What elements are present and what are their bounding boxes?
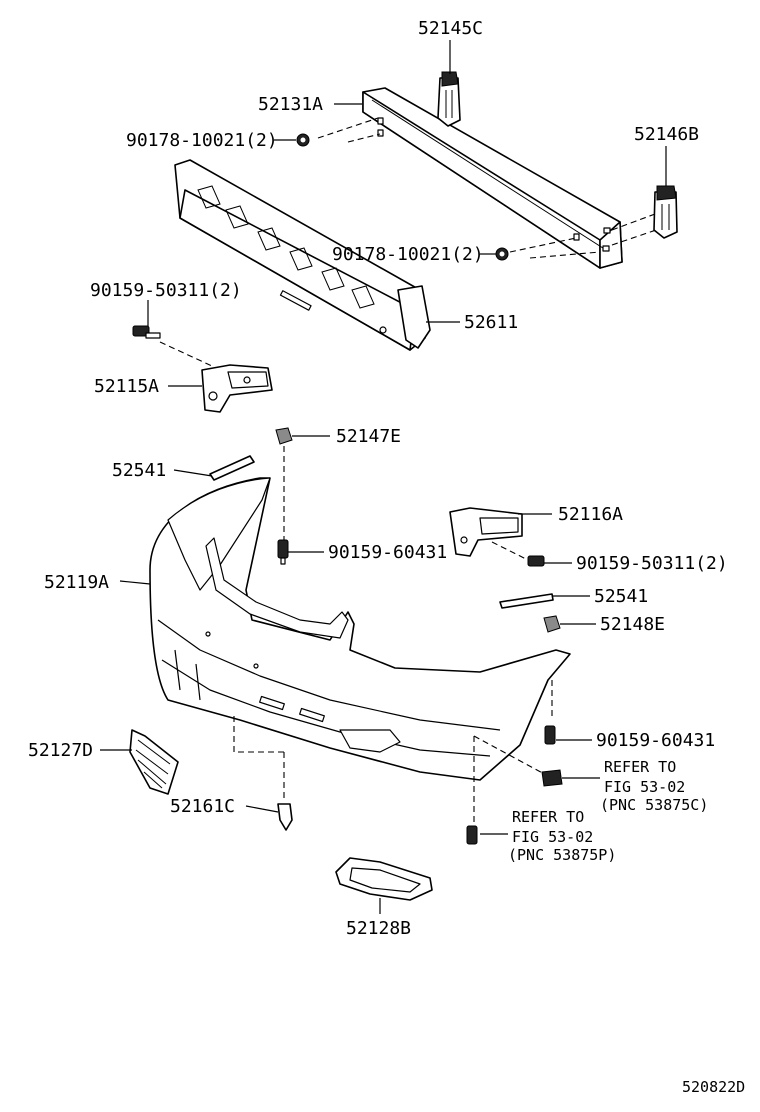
label-52127D: 52127D	[28, 740, 93, 761]
grille-52127D	[129, 729, 179, 795]
pad-lower	[499, 593, 554, 609]
screw-icon	[277, 803, 293, 831]
pad-upper	[209, 455, 255, 481]
bolt-icon	[527, 555, 545, 567]
label-52161C: 52161C	[170, 796, 235, 817]
label-90178-10021-a: 90178-10021(2)	[126, 130, 278, 151]
leader-lines	[100, 40, 667, 914]
bolt-icon	[277, 539, 289, 565]
clip-icon	[543, 615, 561, 633]
clip-icon	[275, 427, 293, 445]
mount-line	[509, 237, 577, 253]
figure-code: 520822D	[682, 1078, 745, 1096]
clip-icon	[541, 769, 563, 787]
label-52147E: 52147E	[336, 426, 401, 447]
bolt-icon	[544, 725, 556, 745]
retainer-52115A	[201, 364, 273, 413]
bumper-reinforcement	[362, 87, 623, 269]
bolt-icon	[466, 825, 478, 845]
label-52128B: 52128B	[346, 918, 411, 939]
label-90159-50311-b: 90159-50311(2)	[576, 553, 728, 574]
label-90159-60431-b: 90159-60431	[596, 730, 715, 751]
refer-line2: FIG 53-02	[604, 778, 685, 796]
bracket-52146B	[653, 185, 678, 239]
refer-note-53875P: REFER TO FIG 53-02 (PNC 53875P)	[508, 808, 616, 864]
mount-line	[473, 735, 549, 777]
label-52131A: 52131A	[258, 94, 323, 115]
label-90159-60431-a: 90159-60431	[328, 542, 447, 563]
label-52116A: 52116A	[558, 504, 623, 525]
label-52119A: 52119A	[44, 572, 109, 593]
label-52541-b: 52541	[594, 586, 648, 607]
label-52148E: 52148E	[600, 614, 665, 635]
mount-line	[611, 213, 656, 231]
fog-cover-52128B	[335, 857, 433, 901]
refer-line3: (PNC 53875P)	[508, 846, 616, 864]
mount-line	[233, 716, 284, 753]
bracket-52145C	[437, 71, 461, 127]
label-52611: 52611	[464, 312, 518, 333]
label-52541-a: 52541	[112, 460, 166, 481]
refer-line3: (PNC 53875C)	[600, 796, 708, 814]
refer-line1: REFER TO	[604, 758, 676, 776]
mount-line	[611, 227, 663, 246]
label-52145C: 52145C	[418, 18, 483, 39]
mount-line	[317, 117, 379, 139]
nut-icon	[296, 133, 310, 147]
mount-line	[159, 341, 213, 367]
refer-line2: FIG 53-02	[512, 828, 593, 846]
label-90159-50311-a: 90159-50311(2)	[90, 280, 242, 301]
mount-line	[491, 541, 529, 561]
nut-icon	[495, 247, 509, 261]
label-52115A: 52115A	[94, 376, 159, 397]
label-52146B: 52146B	[634, 124, 699, 145]
mount-line	[347, 133, 381, 143]
energy-absorber	[174, 159, 431, 351]
bumper-cover	[149, 477, 571, 781]
refer-line1: REFER TO	[512, 808, 584, 826]
bolt-icon	[132, 325, 161, 339]
label-90178-10021-b: 90178-10021(2)	[332, 244, 484, 265]
refer-note-53875C: REFER TO FIG 53-02 (PNC 53875C)	[600, 758, 708, 814]
mount-line	[529, 251, 601, 259]
retainer-52116A	[449, 507, 523, 557]
